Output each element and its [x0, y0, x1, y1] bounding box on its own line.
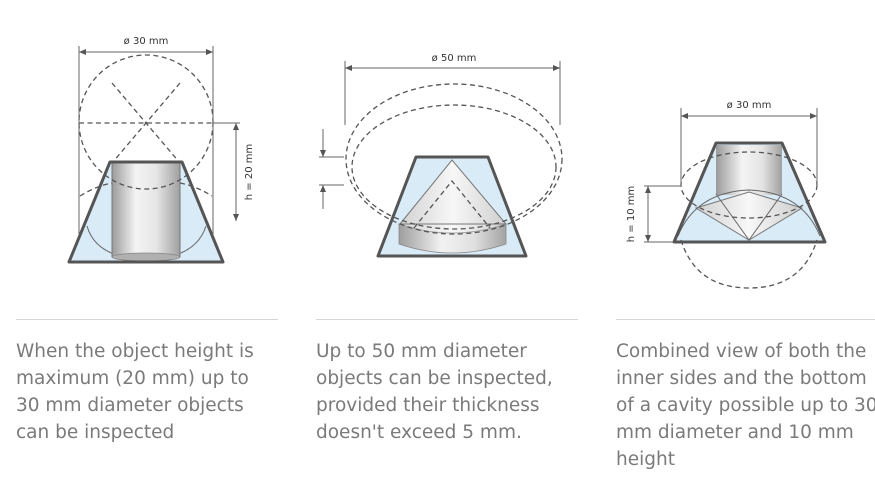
- caption-max-diameter: Up to 50 mm diameter objects can be insp…: [316, 341, 553, 443]
- view-ellipse-top: [677, 189, 821, 237]
- cone-right-edge: [748, 193, 783, 241]
- view-triangle: [398, 159, 508, 225]
- divider: [316, 319, 578, 320]
- dashed-diagonal-2: [111, 82, 181, 164]
- dashed-ellipse-outer: [345, 83, 563, 235]
- panel-max-height: ø 30 mm h = 20 mm When the object height…: [16, 0, 278, 490]
- arrow-left: [79, 49, 86, 55]
- diameter-label: ø 30 mm: [124, 36, 169, 47]
- cone-outline: [67, 160, 225, 264]
- cylinder-object: [112, 162, 180, 258]
- diagram-combined-view: ø 30 mm h = 10 mm: [616, 0, 875, 300]
- view-triangle-dashed: [413, 179, 491, 229]
- cylinder-bottom: [111, 252, 181, 262]
- dashed-ellipse-lower: [680, 239, 818, 289]
- height-arrow-bottom: [233, 214, 239, 221]
- diameter-label: ø 30 mm: [727, 100, 772, 111]
- height-label: h = 10 mm: [626, 186, 637, 242]
- divider: [16, 319, 278, 320]
- inverted-cone-view: [694, 191, 804, 241]
- diagram-max-height: ø 30 mm h = 20 mm: [16, 0, 278, 300]
- diagram-combined-view-svg: ø 30 mm h = 10 mm: [626, 100, 827, 289]
- height-label: h = 20 mm: [244, 144, 255, 200]
- diameter-label: ø 50 mm: [432, 53, 477, 64]
- cone-outline: [376, 155, 528, 258]
- panel-max-diameter: ø 50 mm Up to 50 mm diameter objects can…: [316, 0, 578, 490]
- dashed-lower-arc-right: [179, 182, 213, 197]
- height-arrow-top: [645, 186, 651, 193]
- height-arrow-bottom: [645, 235, 651, 242]
- dashed-lower-arc: [79, 182, 113, 197]
- divider: [616, 319, 875, 320]
- arrow-right: [206, 49, 213, 55]
- diagram-max-diameter-svg: ø 50 mm: [319, 53, 563, 258]
- arrow-right: [810, 113, 817, 119]
- dashed-ellipse-inner: [351, 104, 557, 230]
- thickness-arrow-top: [320, 150, 326, 157]
- caption-max-height: When the object height is maximum (20 mm…: [16, 341, 254, 443]
- cylinder-object: [716, 145, 782, 195]
- caption-combined-view: Combined view of both the inner sides an…: [616, 341, 875, 470]
- height-arrow-top: [233, 123, 239, 130]
- thickness-arrow-bottom: [320, 185, 326, 192]
- diagram-max-diameter: ø 50 mm: [316, 0, 578, 300]
- arrow-right: [553, 65, 560, 71]
- panel-combined-view: ø 30 mm h = 10 mm Combined view of both …: [616, 0, 875, 490]
- diagram-max-height-svg: ø 30 mm h = 20 mm: [67, 36, 255, 264]
- cone-outline: [672, 141, 827, 244]
- arrow-left: [681, 113, 688, 119]
- arrow-left: [345, 65, 352, 71]
